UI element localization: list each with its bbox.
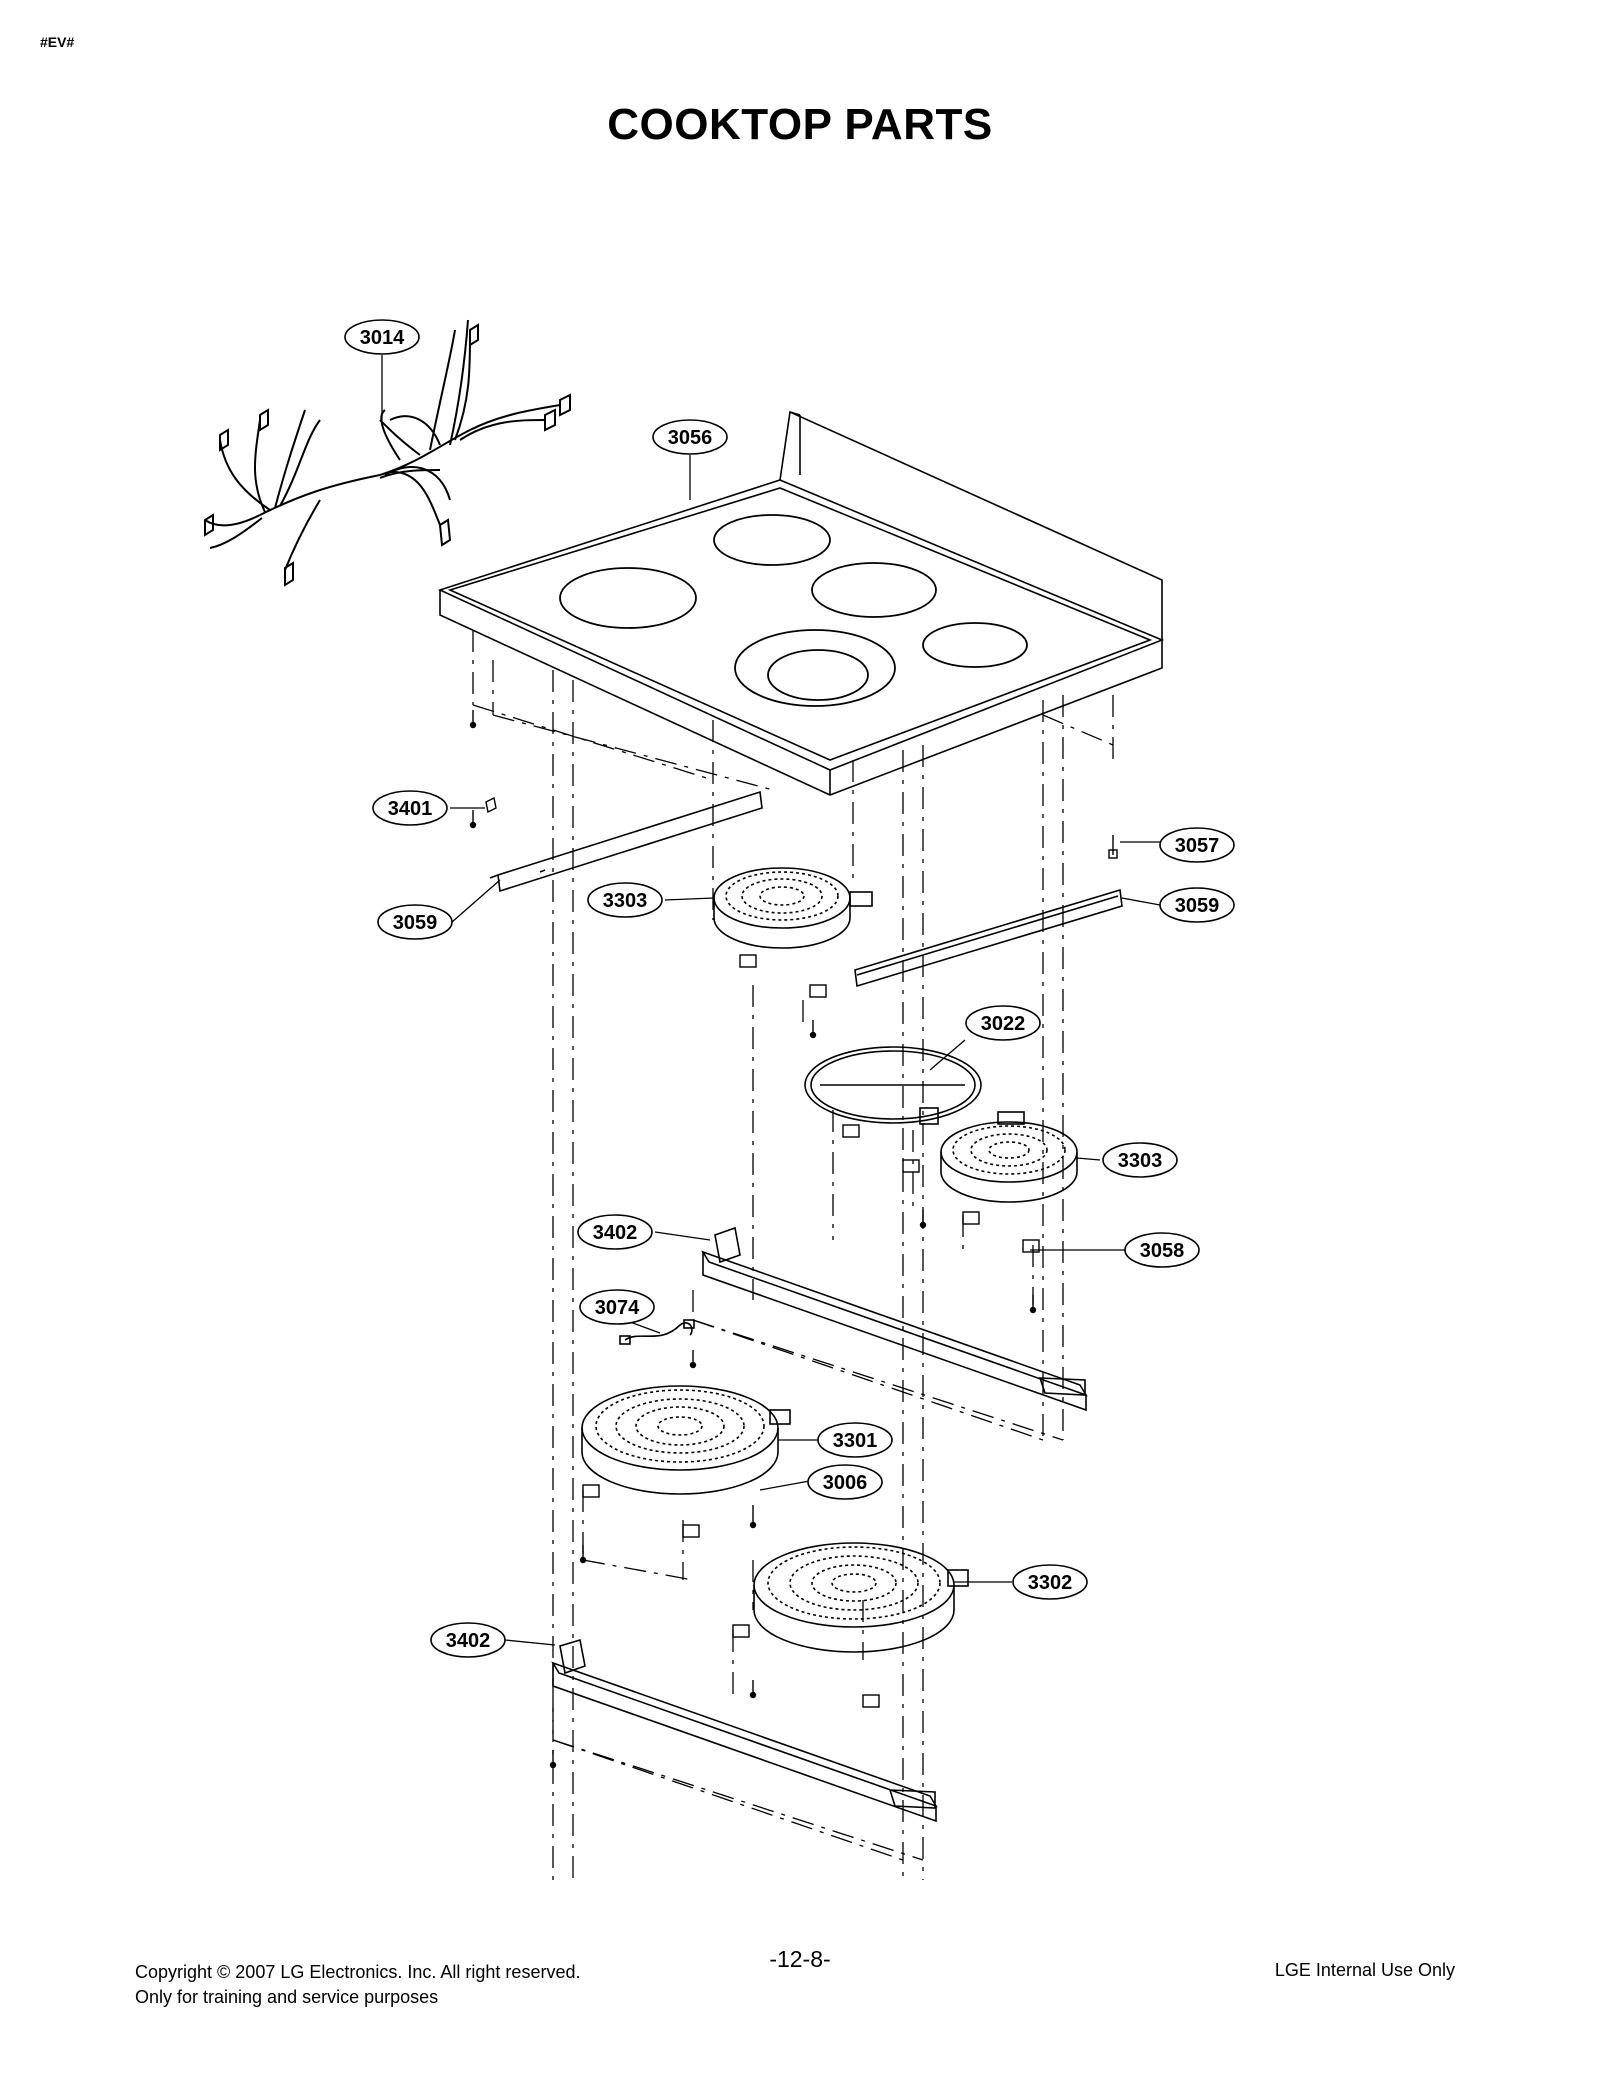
callout-bracket-upper: 3402: [577, 1214, 653, 1250]
callout-label: 3401: [388, 798, 433, 820]
callout-label: 3074: [595, 1297, 640, 1319]
callout-element-large: 3301: [817, 1422, 893, 1458]
bracket-lower-drawing: [551, 1638, 938, 1823]
callout-label: 3301: [833, 1430, 878, 1452]
callout-cooktop: 3056: [652, 419, 728, 455]
callout-label: 3302: [1028, 1572, 1073, 1594]
callout-label: 3006: [823, 1472, 868, 1494]
callout-harness: 3014: [344, 319, 420, 355]
callout-element-front: 3302: [1012, 1564, 1088, 1600]
element-large-drawing: [581, 1385, 791, 1495]
wire-drawing: [619, 1319, 695, 1345]
callout-limiter: 3006: [807, 1464, 883, 1500]
callout-element-rear-left: 3303: [587, 882, 663, 918]
callout-screw-left: 3401: [372, 790, 448, 826]
callout-label: 3402: [446, 1630, 491, 1652]
leader-lines: [381, 355, 1161, 1646]
rail-left-drawing: [489, 790, 763, 893]
element-front-drawing: [753, 1542, 969, 1653]
copyright-line-2: Only for training and service purposes: [135, 1987, 439, 2007]
callout-label: 3303: [1118, 1150, 1163, 1172]
callout-label: 3058: [1140, 1240, 1185, 1262]
callout-rail-right: 3059: [1159, 887, 1235, 923]
callout-label: 3402: [593, 1222, 638, 1244]
element-mid-drawing: [940, 1111, 1078, 1203]
callout-bracket-lower: 3402: [430, 1622, 506, 1658]
callout-label: 3303: [603, 890, 648, 912]
bracket-ring-drawing: [804, 1046, 982, 1125]
callout-element-mid: 3303: [1102, 1142, 1178, 1178]
callout-screw-right: 3057: [1159, 827, 1235, 863]
callout-rail-left: 3059: [377, 904, 453, 940]
copyright-line-1: Copyright © 2007 LG Electronics. Inc. Al…: [135, 1962, 581, 1982]
page-number: -12-8-: [769, 1946, 831, 1972]
page-title: COOKTOP PARTS: [607, 100, 993, 149]
callout-bracket-ring: 3022: [965, 1005, 1041, 1041]
element-rear-left-drawing: [713, 867, 873, 949]
callout-label: 3057: [1175, 835, 1220, 857]
callout-label: 3059: [393, 912, 438, 934]
callout-clip: 3058: [1124, 1232, 1200, 1268]
callout-label: 3022: [981, 1013, 1026, 1035]
rail-right-drawing: [854, 888, 1123, 988]
footer-copyright: Copyright © 2007 LG Electronics. Inc. Al…: [135, 1960, 580, 2010]
bracket-upper-drawing: [701, 1226, 1088, 1412]
wire-harness-drawing: [204, 319, 571, 587]
callout-label: 3059: [1175, 895, 1220, 917]
cooktop-drawing: [437, 410, 1165, 796]
document-tag: #EV#: [40, 34, 75, 50]
screws-and-clips-drawing: [469, 710, 1118, 1769]
internal-use-note: LGE Internal Use Only: [1274, 1960, 1455, 1980]
assembly-guide-lines: [472, 630, 1114, 1880]
callout-wire: 3074: [579, 1289, 655, 1325]
callout-label: 3056: [668, 427, 713, 449]
callout-label: 3014: [360, 327, 405, 349]
